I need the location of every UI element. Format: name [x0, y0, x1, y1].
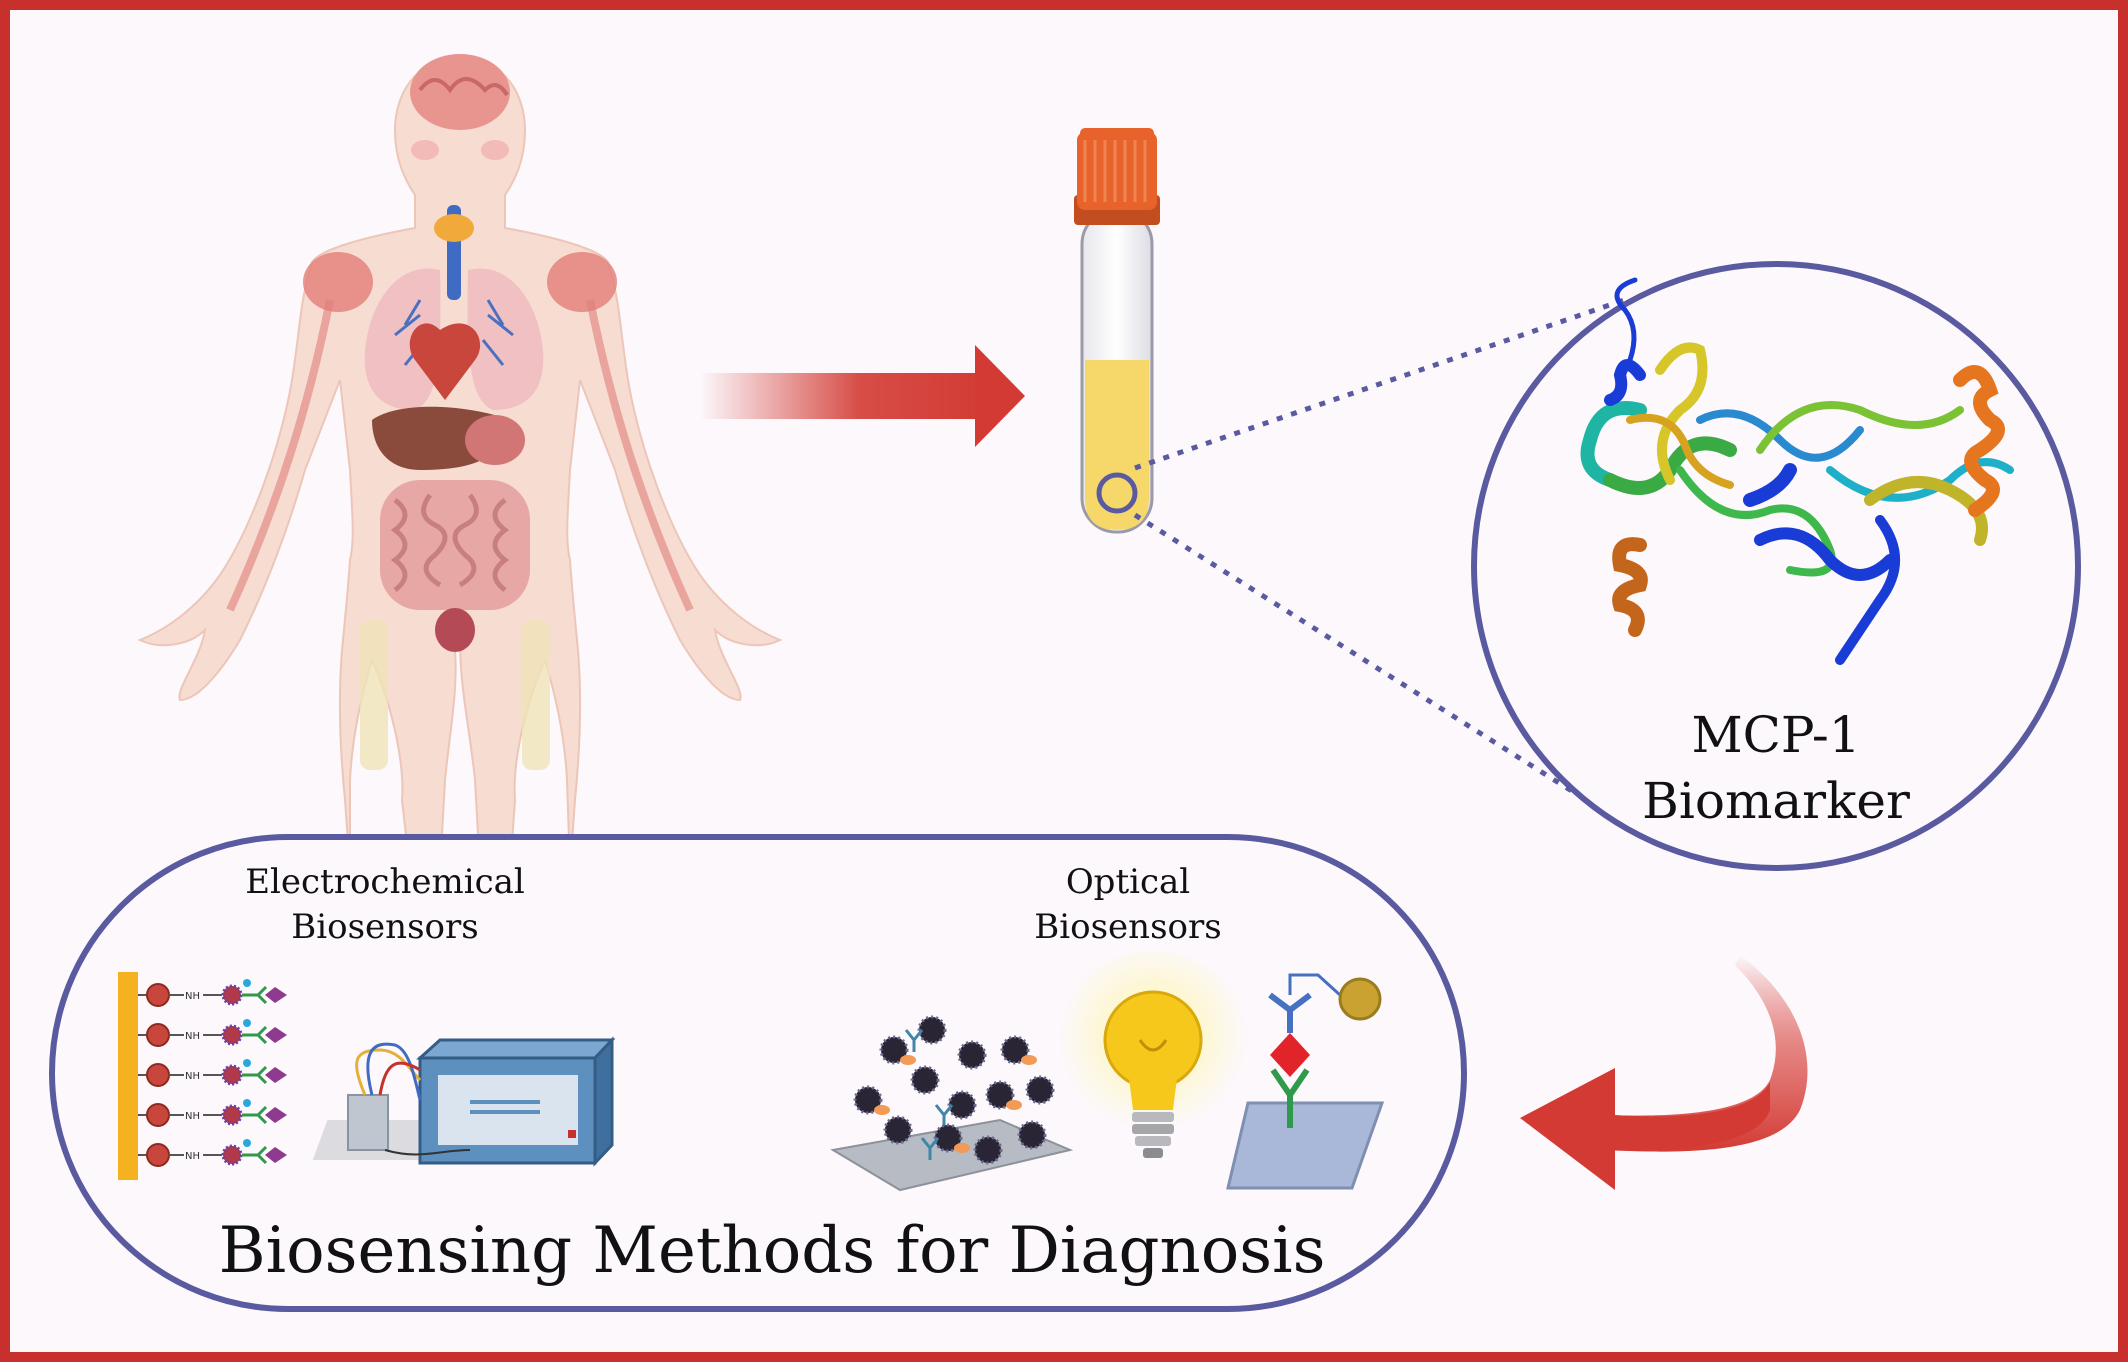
arrow-to-sample	[700, 345, 1025, 447]
nh-label: NH	[185, 1031, 200, 1042]
electrode-chain-4: NH	[138, 1099, 287, 1127]
optical-label-line1: Optical	[1066, 862, 1190, 902]
nanoparticle	[917, 1015, 947, 1045]
nanoparticle	[1025, 1075, 1055, 1105]
nanoparticle	[883, 1115, 913, 1145]
biomarker-title: MCP-1	[1691, 706, 1860, 764]
nanoparticle	[933, 1123, 963, 1153]
nh-label: NH	[185, 991, 200, 1002]
nanoparticle	[973, 1135, 1003, 1165]
panel-title: Biosensing Methods for Diagnosis	[219, 1214, 1326, 1288]
electrochemical-label-line2: Biosensors	[291, 907, 478, 947]
biomarker-subtitle: Biomarker	[1642, 772, 1910, 830]
electrode-chain-1: NH	[138, 979, 287, 1007]
electrode-chain-3: NH	[138, 1059, 287, 1087]
potentiostat-device	[312, 1036, 616, 1167]
antibody-sandwich-icon	[1226, 973, 1385, 1190]
nanoparticle	[947, 1090, 977, 1120]
protein-structure	[1580, 277, 2014, 665]
curved-arrow	[1520, 955, 1808, 1190]
electrode-schematic: NH NH NH NH NH	[118, 972, 287, 1180]
nanoparticle	[853, 1085, 883, 1115]
nanoparticle	[985, 1080, 1015, 1110]
nanoparticle	[910, 1065, 940, 1095]
sample-tube	[1074, 128, 1160, 534]
optical-label-line2: Biosensors	[1034, 907, 1221, 947]
nh-label: NH	[185, 1151, 200, 1162]
zoom-line-top	[1134, 295, 1631, 471]
electrode-chain-2: NH	[138, 1019, 287, 1047]
nanoparticle	[879, 1035, 909, 1065]
biosensing-methods-panel: Electrochemical Biosensors Optical Biose…	[49, 834, 1467, 1312]
nanoparticle	[1017, 1120, 1047, 1150]
zoom-line-bottom	[1133, 512, 1580, 798]
nh-label: NH	[185, 1111, 200, 1122]
nanoparticle-assay	[830, 1015, 1074, 1192]
nh-label: NH	[185, 1071, 200, 1082]
nanoparticle	[957, 1040, 987, 1070]
human-body-illustration	[137, 54, 783, 871]
electrode-chain-5: NH	[138, 1139, 287, 1167]
biomarker-circle: MCP-1 Biomarker	[1471, 261, 2081, 871]
zoom-origin-marker	[1096, 472, 1138, 514]
electrochemical-label-line1: Electrochemical	[245, 862, 525, 902]
light-bulb-icon	[1058, 950, 1248, 1158]
nanoparticle	[1000, 1035, 1030, 1065]
